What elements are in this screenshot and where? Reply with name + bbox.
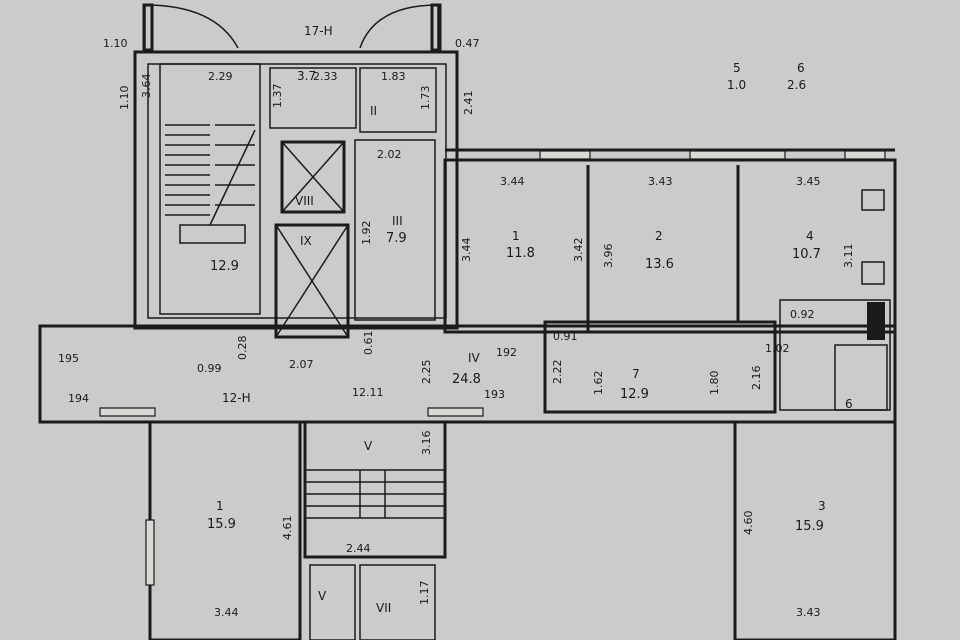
dim-345-top: 3.45 [796, 175, 821, 188]
lower-right-area: 15.9 [795, 519, 824, 534]
note-26: 2.6 [787, 78, 806, 92]
stair-treads [165, 124, 256, 244]
dim-192-vertical: 1.92 [360, 221, 373, 246]
dim-241: 2.41 [462, 91, 475, 116]
room-II-label: II [370, 104, 377, 118]
room-IV-area: 24.8 [452, 372, 481, 387]
dim-342: 3.42 [572, 238, 585, 263]
dim-202: 2.02 [377, 148, 402, 161]
dim-343-bottom: 3.43 [796, 606, 821, 619]
dim-207: 2.07 [289, 358, 314, 371]
note-5: 5 [733, 61, 741, 75]
room1-number: 1 [512, 229, 520, 243]
room-IV-label: IV [468, 351, 481, 365]
stair-area-label: 12.9 [210, 259, 239, 274]
top-corridor-mark: 17-Н [304, 24, 333, 38]
room-V-label: V [364, 439, 373, 453]
dim-173: 1.73 [419, 86, 432, 111]
dim-396: 3.96 [602, 244, 615, 269]
dim-344-bottom: 3.44 [214, 606, 239, 619]
dim-233: 2.33 [313, 70, 338, 83]
room2-area: 13.6 [645, 257, 674, 272]
dim-244: 2.44 [346, 542, 371, 555]
dim-102: 1.02 [765, 342, 790, 355]
dim-316: 3.16 [420, 431, 433, 456]
dim-225: 2.25 [420, 360, 433, 385]
room-37-label: 3.7 [297, 69, 316, 83]
room-III-area: 7.9 [386, 231, 407, 246]
dim-194: 194 [68, 392, 89, 405]
dim-229: 2.29 [208, 70, 233, 83]
dim-195: 195 [58, 352, 79, 365]
lower-left-number: 1 [216, 499, 224, 513]
dim-028: 0.28 [236, 336, 249, 361]
room-IX-label: IX [300, 234, 312, 248]
note-10: 1.0 [727, 78, 746, 92]
dim-1211: 12.11 [352, 386, 384, 399]
dim-364: 3.64 [140, 74, 153, 99]
dim-110-top: 1.10 [103, 37, 128, 50]
room4-number: 4 [806, 229, 814, 243]
lower-left-area: 15.9 [207, 517, 236, 532]
room-labels: 12.9 3.7 II VIII IX III 7.9 1 11.8 2 13.… [207, 24, 853, 615]
toilet-shape [867, 302, 885, 340]
dim-216: 2.16 [750, 366, 763, 391]
room2-number: 2 [655, 229, 663, 243]
room7-area: 12.9 [620, 387, 649, 402]
dim-117: 1.17 [418, 581, 431, 606]
dim-137: 1.37 [271, 84, 284, 109]
dim-099: 0.99 [197, 362, 222, 375]
room-VII-label: VII [376, 601, 391, 615]
dim-047: 0.47 [455, 37, 480, 50]
lower-right-number: 3 [818, 499, 826, 513]
dim-091: 0.91 [553, 330, 578, 343]
dim-344-vertical: 3.44 [460, 238, 473, 263]
room4-area: 10.7 [792, 247, 821, 262]
room1-area: 11.8 [506, 246, 535, 261]
dim-344-top: 3.44 [500, 175, 525, 188]
dim-162: 1.62 [592, 371, 605, 396]
room6-label: 6 [845, 397, 853, 411]
dim-311: 3.11 [842, 244, 855, 269]
room-V2-label: V [318, 589, 327, 603]
dim-461: 4.61 [281, 516, 294, 541]
room7-number: 7 [632, 367, 640, 381]
left-corridor-mark: 12-Н [222, 391, 251, 405]
dim-061: 0.61 [362, 331, 375, 356]
dim-460: 4.60 [742, 511, 755, 536]
dim-092: 0.92 [790, 308, 815, 321]
dimension-labels: 1.10 1.10 3.64 2.29 1.37 2.33 1.83 1.73 … [58, 37, 855, 619]
walls [38, 3, 897, 640]
dim-193: 193 [484, 388, 505, 401]
dim-110-side: 1.10 [118, 86, 131, 111]
dim-192: 192 [496, 346, 517, 359]
dim-183: 1.83 [381, 70, 406, 83]
room-III-label: III [392, 214, 403, 228]
dim-343-top: 3.43 [648, 175, 673, 188]
room-VIII-label: VIII [295, 194, 314, 208]
dim-180: 1.80 [708, 371, 721, 396]
note-6: 6 [797, 61, 805, 75]
dim-222: 2.22 [551, 360, 564, 385]
